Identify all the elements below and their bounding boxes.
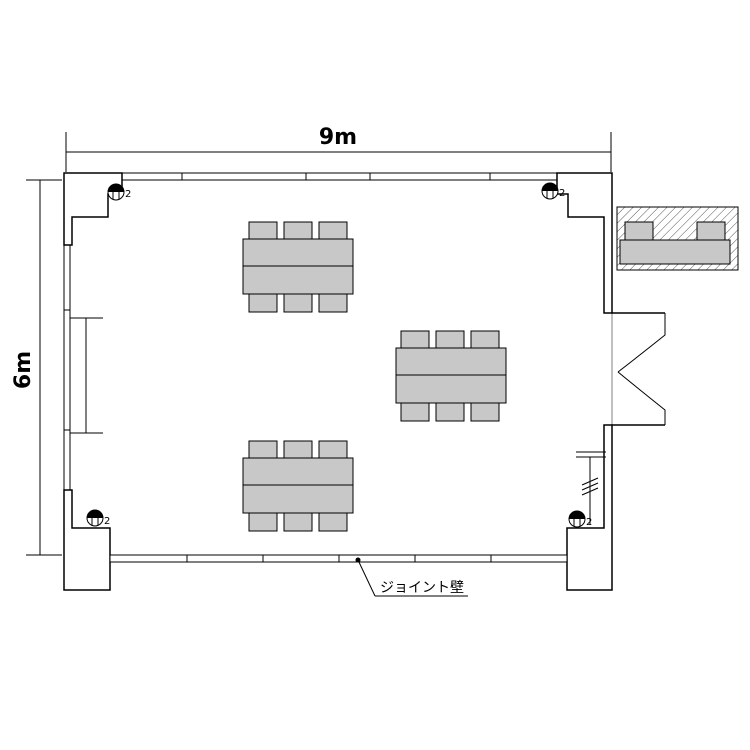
left-window-wall <box>63 245 103 490</box>
chair-row-top <box>248 221 348 241</box>
width-label: 9m <box>319 125 357 150</box>
height-dimension <box>26 179 62 556</box>
table-group-3 <box>242 440 354 532</box>
joint-wall-label: ジョイント壁 <box>380 580 464 596</box>
speaker-icon-bottom-left <box>86 509 104 527</box>
room-walls <box>63 172 665 591</box>
speaker-icon-top-left <box>107 183 125 201</box>
top-window-wall <box>122 172 557 181</box>
column-bottom-left <box>63 489 111 591</box>
chair-row-top <box>248 440 348 460</box>
chair-row-bottom <box>248 293 348 313</box>
count-label-bottom-right: 2 <box>586 517 592 528</box>
table-group-2 <box>395 330 507 422</box>
table <box>242 457 354 514</box>
table-group-1 <box>242 221 354 313</box>
storage-area <box>616 206 739 271</box>
column-top-left <box>63 172 123 246</box>
joint-wall <box>109 554 568 563</box>
height-label: 6m <box>11 351 36 389</box>
table <box>242 238 354 295</box>
width-dimension <box>65 132 612 172</box>
chair-row-bottom <box>400 402 500 422</box>
double-door <box>611 313 666 425</box>
count-label-bottom-left: 2 <box>104 516 110 527</box>
chair-row-bottom <box>248 512 348 532</box>
count-label-top-right: 2 <box>559 188 565 199</box>
wall-fixture <box>576 451 606 525</box>
column-top-right <box>556 172 613 314</box>
speaker-icon-bottom-right <box>568 510 586 528</box>
count-label-top-left: 2 <box>125 189 131 200</box>
table <box>395 347 507 404</box>
chair-row-top <box>400 330 500 350</box>
speaker-icon-top-right <box>541 182 559 200</box>
joint-wall-leader <box>355 557 468 597</box>
